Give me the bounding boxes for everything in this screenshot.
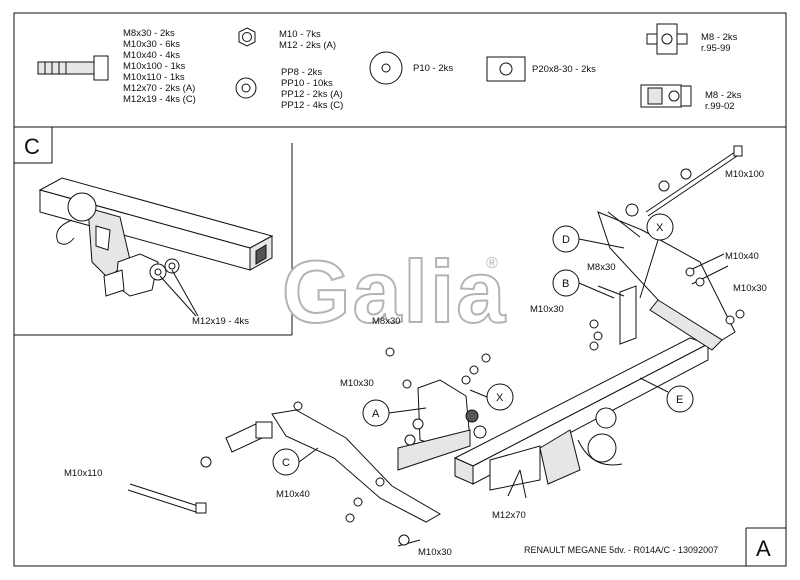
svg-text:X: X [656, 222, 664, 234]
legend-cage-nut-1-text: M8 - 2ks r.95-99 [701, 32, 738, 54]
svg-text:M8 - 2ks: M8 - 2ks [705, 90, 742, 101]
svg-text:M10x100: M10x100 [725, 169, 764, 180]
svg-text:M8x30: M8x30 [372, 316, 401, 327]
svg-text:M10x30 - 6ks: M10x30 - 6ks [123, 39, 180, 50]
svg-text:M10x110 - 1ks: M10x110 - 1ks [123, 72, 185, 83]
detail-letter: C [24, 134, 40, 159]
svg-text:M10x40: M10x40 [276, 489, 310, 500]
svg-text:M10x110: M10x110 [64, 468, 102, 479]
svg-text:M12x70 - 2ks (A): M12x70 - 2ks (A) [123, 83, 195, 94]
svg-text:M10x30: M10x30 [418, 547, 452, 558]
svg-text:PP10 - 10ks: PP10 - 10ks [281, 78, 333, 89]
legend-plate-label: P20x8-30 - 2ks [532, 64, 596, 75]
svg-text:PP8 - 2ks: PP8 - 2ks [281, 67, 322, 78]
drawing-border [13, 12, 787, 567]
legend-large-washer-icon [369, 51, 403, 85]
svg-text:M10x30: M10x30 [340, 378, 374, 389]
detail-letter-box [13, 126, 53, 164]
legend-nuts-list: M10 - 7ks M12 - 2ks (A) [279, 29, 336, 51]
svg-text:M12 - 2ks (A): M12 - 2ks (A) [279, 40, 336, 51]
legend-washer-p10-label: P10 - 2ks [413, 63, 453, 74]
svg-text:M12x70: M12x70 [492, 510, 526, 521]
svg-text:M8 - 2ks: M8 - 2ks [701, 32, 738, 43]
svg-text:M8x30: M8x30 [587, 262, 616, 273]
detail-tube-drawing [38, 177, 274, 317]
legend-cage-nut-2-icon [640, 84, 692, 108]
svg-text:PP12 - 4ks (C): PP12 - 4ks (C) [281, 100, 343, 111]
corner-letter: A [756, 536, 771, 561]
svg-text:X: X [496, 392, 504, 404]
drawing-title: RENAULT MEGANE 5dv. - R014A/C - 13092007 [524, 545, 718, 555]
svg-text:D: D [562, 234, 570, 246]
legend-cage-nut-icon [646, 23, 688, 55]
svg-text:M10 - 7ks: M10 - 7ks [279, 29, 321, 40]
brand-logo: Galia ® [281, 241, 507, 342]
svg-text:M12x19 - 4ks (C): M12x19 - 4ks (C) [123, 94, 196, 105]
svg-text:B: B [562, 278, 569, 290]
legend-bolt-icon [37, 55, 109, 81]
svg-text:r.95-99: r.95-99 [701, 43, 731, 54]
svg-text:A: A [372, 408, 380, 420]
svg-text:r.99-02: r.99-02 [705, 101, 735, 112]
main-fastener-labels: M10x100 M10x40 M10x30 M8x30 M10x30 M8x30… [64, 169, 767, 558]
legend-plate-icon [486, 56, 526, 82]
svg-text:M10x30: M10x30 [530, 304, 564, 315]
svg-text:M10x40 - 4ks: M10x40 - 4ks [123, 50, 180, 61]
svg-text:C: C [282, 457, 290, 469]
svg-text:M10x100 - 1ks: M10x100 - 1ks [123, 61, 186, 72]
main-assembly-drawing [127, 145, 745, 547]
legend-washers-list: PP8 - 2ks PP10 - 10ks PP12 - 2ks (A) PP1… [281, 67, 343, 111]
legend-washer-icon [235, 77, 257, 99]
legend-cage-nut-2-text: M8 - 2ks r.99-02 [705, 90, 742, 112]
svg-text:M10x30: M10x30 [733, 283, 767, 294]
svg-text:PP12 - 2ks (A): PP12 - 2ks (A) [281, 89, 343, 100]
svg-text:®: ® [486, 255, 498, 272]
svg-text:M8x30 - 2ks: M8x30 - 2ks [123, 28, 175, 39]
svg-text:Galia: Galia [282, 242, 507, 341]
callout-letters: D X B E A X C [282, 222, 683, 469]
svg-text:M10x40: M10x40 [725, 251, 759, 262]
legend-nut-icon [238, 27, 256, 47]
legend-bolts-list: M8x30 - 2ks M10x30 - 6ks M10x40 - 4ks M1… [123, 28, 196, 105]
detail-fastener-label: M12x19 - 4ks [192, 316, 249, 327]
svg-text:E: E [676, 394, 683, 406]
